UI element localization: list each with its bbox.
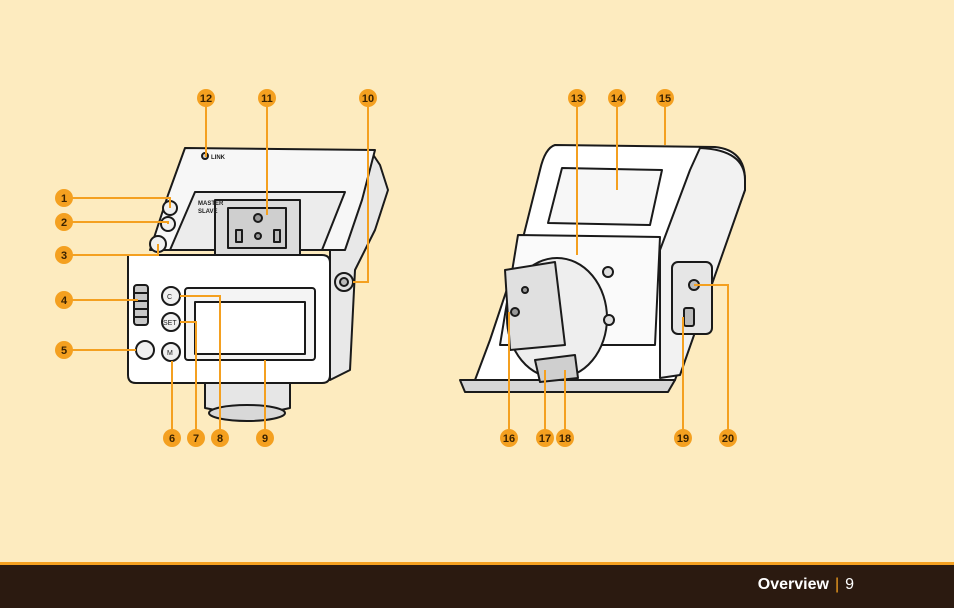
svg-text:2: 2 (61, 217, 67, 229)
svg-text:12: 12 (200, 93, 212, 105)
callout-3: 3 (55, 246, 73, 264)
callout-2: 2 (55, 213, 73, 231)
svg-text:19: 19 (677, 433, 689, 445)
button-c-label: C (167, 294, 172, 301)
footer-text: Overview | 9 (758, 575, 854, 595)
callout-18: 18 (556, 429, 574, 447)
callout-7: 7 (187, 429, 205, 447)
callout-17: 17 (536, 429, 554, 447)
svg-text:8: 8 (217, 433, 223, 445)
svg-text:11: 11 (261, 93, 273, 105)
svg-text:4: 4 (61, 295, 68, 307)
svg-text:1: 1 (61, 193, 67, 205)
callout-14: 14 (608, 89, 626, 107)
flash-unit-front-view (127, 147, 389, 422)
svg-text:5: 5 (61, 345, 67, 357)
svg-text:15: 15 (659, 93, 671, 105)
callout-20: 20 (719, 429, 737, 447)
callout-1: 1 (55, 189, 73, 207)
slave-label: SLAVE (198, 209, 218, 215)
callout-8: 8 (211, 429, 229, 447)
svg-text:10: 10 (362, 93, 374, 105)
footer-bar: Overview | 9 (0, 562, 954, 608)
button-m-label: M (167, 350, 173, 357)
svg-text:17: 17 (539, 433, 551, 445)
svg-text:7: 7 (193, 433, 199, 445)
svg-text:16: 16 (503, 433, 515, 445)
callout-12: 12 (197, 89, 215, 107)
master-label: MASTER (198, 201, 224, 207)
callout-6: 6 (163, 429, 181, 447)
link-label: LINK (211, 155, 226, 161)
page-number: 9 (845, 576, 854, 593)
callout-9: 9 (256, 429, 274, 447)
svg-text:18: 18 (559, 433, 571, 445)
svg-text:3: 3 (61, 250, 67, 262)
callout-13: 13 (568, 89, 586, 107)
callout-15: 15 (656, 89, 674, 107)
svg-text:9: 9 (262, 433, 268, 445)
callout-10: 10 (359, 89, 377, 107)
callout-4: 4 (55, 291, 73, 309)
svg-text:20: 20 (722, 433, 734, 445)
callout-leader-lines (64, 98, 729, 438)
svg-text:6: 6 (169, 433, 175, 445)
section-title: Overview (757, 576, 829, 593)
callouts: 1 2 3 4 5 6 7 8 9 10 11 12 13 14 15 16 1… (55, 89, 737, 447)
svg-text:14: 14 (611, 93, 624, 105)
flash-unit-rear-view (459, 144, 746, 393)
svg-text:13: 13 (571, 93, 583, 105)
callout-11: 11 (258, 89, 276, 107)
callout-5: 5 (55, 341, 73, 359)
footer-separator: | (834, 576, 840, 593)
callout-19: 19 (674, 429, 692, 447)
callout-16: 16 (500, 429, 518, 447)
button-set-label: SET (163, 320, 177, 327)
